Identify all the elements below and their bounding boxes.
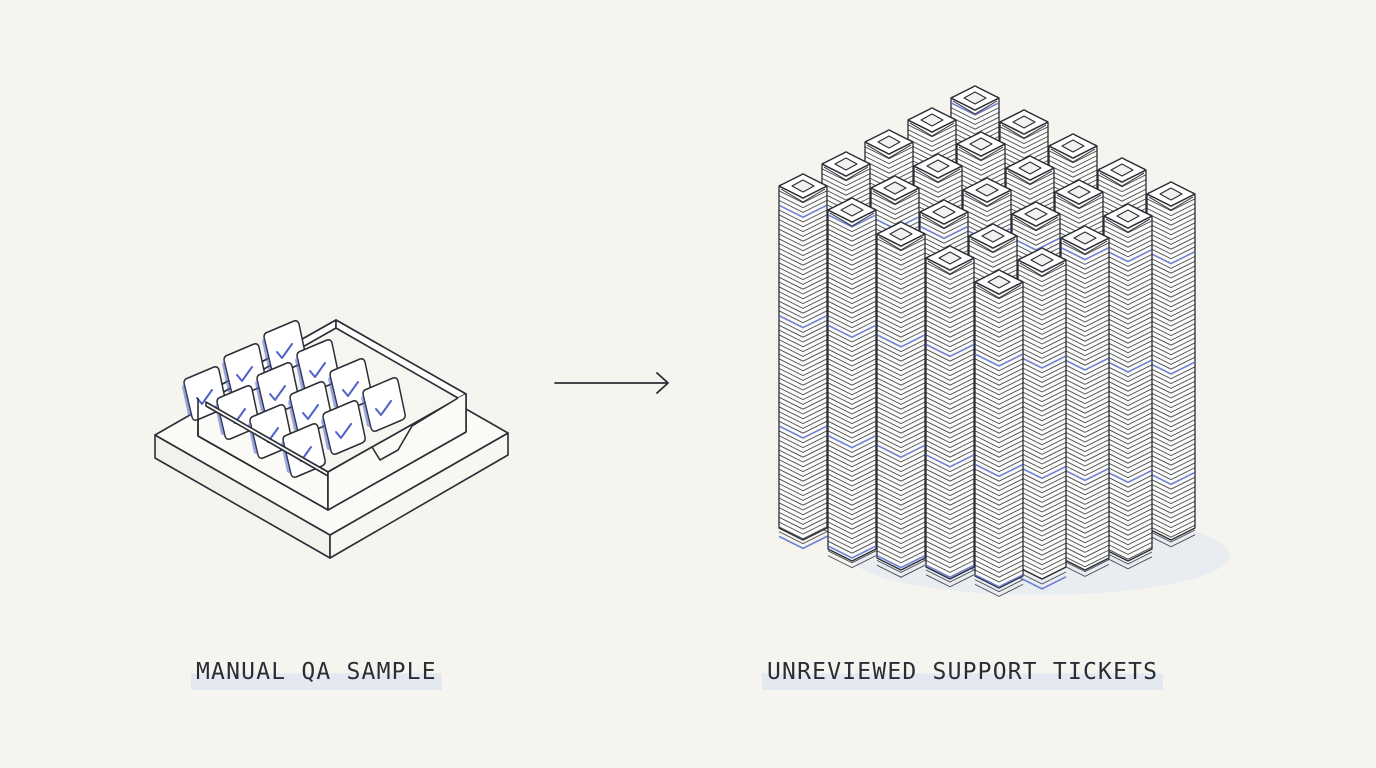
ticket-stack <box>827 197 877 569</box>
ticket-stack <box>1146 181 1196 548</box>
ticket-stack <box>925 245 975 588</box>
ticket-stack <box>1060 225 1110 577</box>
checkmark-icon <box>269 385 286 401</box>
checkmark-icon <box>342 381 359 397</box>
checkmark-icon <box>276 343 293 359</box>
arrow-right-icon <box>554 372 669 394</box>
checkmark-icon <box>236 366 253 382</box>
unreviewed-ticket-stack <box>778 85 1230 597</box>
tray-front-wall <box>197 394 467 511</box>
reviewed-card <box>361 377 406 432</box>
ticket-columns <box>778 85 1196 597</box>
ticket-stack <box>876 221 926 578</box>
ticket-stack <box>974 269 1024 597</box>
ticket-stack <box>778 173 828 550</box>
unreviewed-support-tickets-label: UNREVIEWED SUPPORT TICKETS <box>762 654 1164 690</box>
checkmark-icon <box>375 400 392 416</box>
qa-sample-tray <box>154 319 509 559</box>
manual-qa-sample-label: MANUAL QA SAMPLE <box>191 654 442 690</box>
checkmark-icon <box>335 423 352 439</box>
reviewed-card <box>321 400 366 455</box>
checkmark-icon <box>309 362 326 378</box>
ticket-stack <box>1103 203 1153 570</box>
checkmark-icon <box>302 404 319 420</box>
ticket-stack <box>1017 247 1067 590</box>
